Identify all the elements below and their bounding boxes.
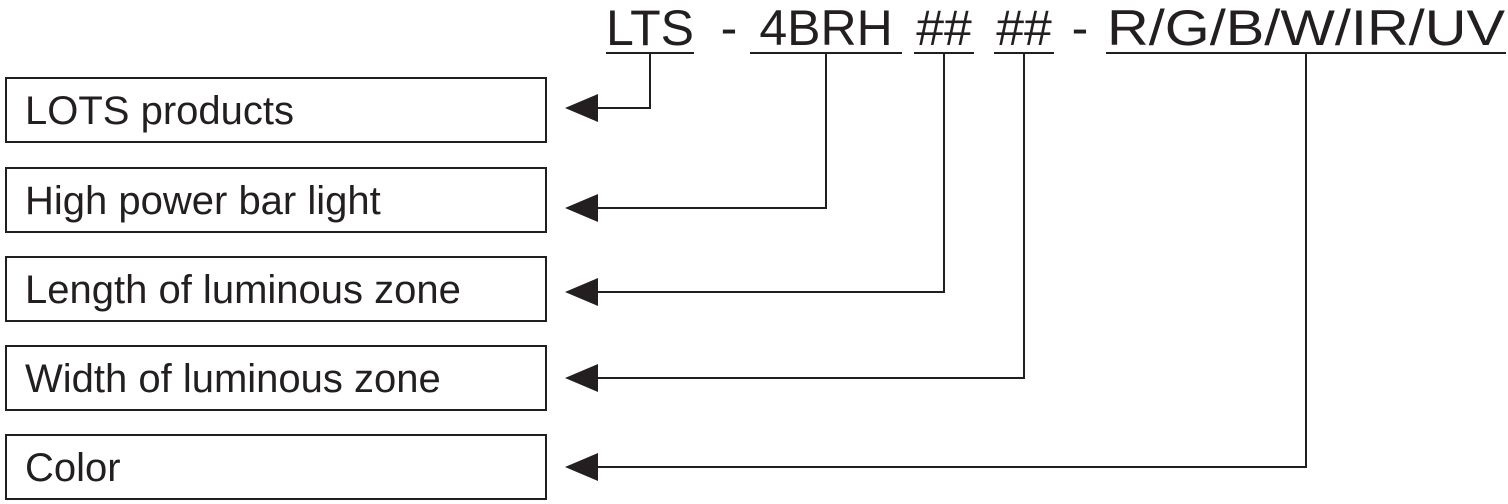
code-type: 4BRH [759, 0, 892, 56]
label-color: Color [25, 446, 121, 490]
code-color: R/G/B/W/IR/UV [1107, 0, 1506, 56]
code-dash-1: - [721, 0, 738, 56]
code-dash-2: - [1072, 0, 1089, 56]
code-width: ## [996, 0, 1052, 56]
arrowhead-length [565, 278, 598, 306]
code-prefix: LTS [606, 0, 694, 56]
connector-length [565, 53, 945, 306]
connector-width [565, 53, 1025, 392]
connector-prefix [565, 53, 651, 122]
label-box-width: Width of luminous zone [5, 345, 547, 411]
label-box-color: Color [5, 434, 547, 500]
label-type: High power bar light [25, 179, 381, 223]
arrowhead-prefix [565, 94, 598, 122]
arrowhead-type [565, 194, 598, 222]
code-length: ## [916, 0, 972, 56]
label-length: Length of luminous zone [25, 268, 461, 312]
label-box-prefix: LOTS products [5, 77, 547, 143]
part-number-code: LTS - 4BRH ## ## - R/G/B/W/IR/UV [606, 0, 1506, 56]
label-box-length: Length of luminous zone [5, 256, 547, 322]
label-width: Width of luminous zone [25, 357, 441, 401]
connector-type [565, 53, 827, 222]
label-prefix: LOTS products [25, 89, 294, 133]
arrowhead-color [565, 453, 598, 481]
connector-color [565, 53, 1307, 481]
label-box-type: High power bar light [5, 167, 547, 233]
arrowhead-width [565, 364, 598, 392]
